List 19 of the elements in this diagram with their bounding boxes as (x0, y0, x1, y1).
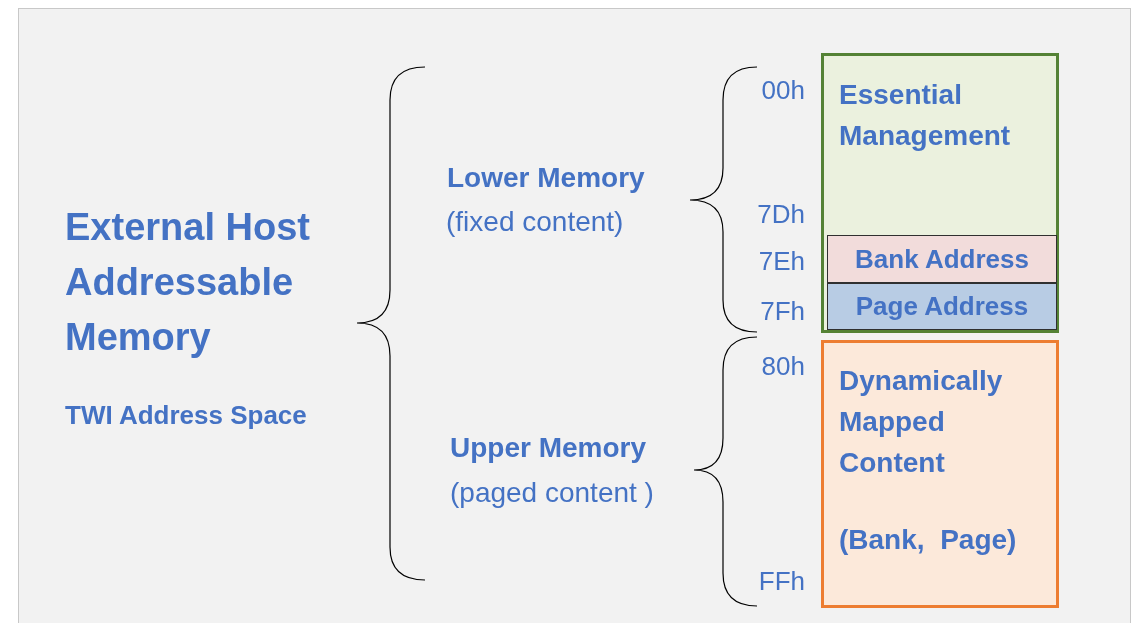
subheading: TWI Address Space (65, 400, 307, 432)
region-note: (Bank, Page) (839, 523, 1018, 557)
register-box: Page Address (827, 283, 1057, 330)
section-note: (fixed content) (446, 205, 624, 239)
section-label: Upper Memory (450, 431, 647, 465)
address-label: 7Fh (759, 296, 805, 328)
memory-region-box (821, 53, 1059, 333)
memory-region-box (821, 340, 1059, 608)
address-label: FFh (757, 566, 805, 598)
address-label: 00h (760, 75, 805, 107)
region-title: Dynamically Mapped Content (839, 364, 1004, 480)
address-label: 7Eh (757, 246, 805, 278)
section-label: Lower Memory (447, 161, 645, 195)
region-title: Essential Management (839, 78, 1012, 153)
address-label: 80h (760, 351, 805, 383)
heading: External Host Addressable Memory (65, 205, 311, 360)
section-note: (paged content ) (450, 476, 654, 510)
register-box: Bank Address (827, 235, 1057, 283)
address-label: 7Dh (756, 199, 805, 231)
